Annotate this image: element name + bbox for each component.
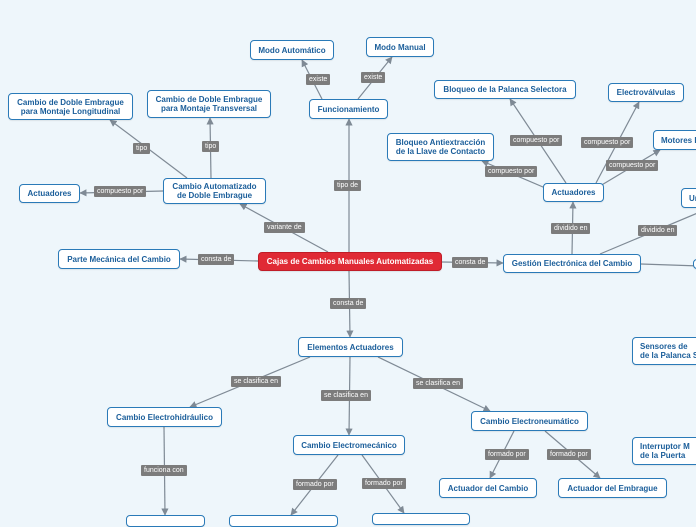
node-doble-longitudinal[interactable]: Cambio de Doble Embrague para Montaje Lo… (8, 93, 133, 120)
edge-label-consta-de: consta de (452, 257, 489, 268)
node-bloqueo-llave[interactable]: Bloqueo Antiextracción de la Llave de Co… (387, 133, 494, 161)
edge-label-tipo: tipo (202, 141, 220, 152)
node-root[interactable]: Cajas de Cambios Manuales Automatizadas (258, 252, 442, 271)
connector-line (640, 263, 696, 267)
edge-label-compuesto-por: compuesto por (94, 186, 147, 197)
node-parte-mecanica[interactable]: Parte Mecánica del Cambio (58, 249, 180, 269)
edge-label-consta-de: consta de (198, 254, 235, 265)
edge-label-compuesto-por: compuesto por (581, 137, 634, 148)
node-stub-right[interactable] (693, 259, 696, 269)
edge-label-formado-por: formado por (362, 478, 406, 489)
edge-label-consta-de: consta de (330, 298, 367, 309)
node-doble-transversal[interactable]: Cambio de Doble Embrague para Montaje Tr… (147, 90, 271, 118)
node-actuador-cambio[interactable]: Actuador del Cambio (439, 478, 537, 498)
edge-label-se-clasifica-en: se clasifica en (231, 376, 281, 387)
node-sensores[interactable]: Sensores de de la Palanca S (632, 337, 696, 365)
edge-label-se-clasifica-en: se clasifica en (321, 390, 371, 401)
edge-label-formado-por: formado por (293, 479, 337, 490)
node-elementos-actuadores[interactable]: Elementos Actuadores (298, 337, 403, 357)
node-actuadores-der[interactable]: Actuadores (543, 183, 604, 202)
edge-label-dividido-en: dividido en (638, 225, 678, 236)
node-unidad[interactable]: Un (681, 188, 696, 208)
node-modo-automatico[interactable]: Modo Automático (250, 40, 334, 60)
node-funcionamiento[interactable]: Funcionamiento (309, 99, 388, 119)
node-electromecanico[interactable]: Cambio Electromecánico (293, 435, 405, 455)
node-bloqueo-palanca[interactable]: Bloqueo de la Palanca Selectora (434, 80, 576, 99)
node-electrovalvulas[interactable]: Electroválvulas (608, 83, 684, 102)
node-stub-bottom-1[interactable] (126, 515, 205, 527)
edge-label-existe: existe (306, 74, 331, 85)
node-interruptor[interactable]: Interruptor M de la Puerta (632, 437, 696, 465)
edge-label-compuesto-por: compuesto por (510, 135, 563, 146)
edge-label-compuesto-por: compuesto por (485, 166, 538, 177)
edge-label-tipo-de: tipo de (334, 180, 362, 191)
edge-label-tipo: tipo (133, 143, 151, 154)
node-modo-manual[interactable]: Modo Manual (366, 37, 434, 57)
node-motores[interactable]: Motores E (653, 130, 696, 150)
node-gestion-electronica[interactable]: Gestión Electrónica del Cambio (503, 254, 641, 273)
node-actuadores-izq[interactable]: Actuadores (19, 184, 80, 203)
edge-label-compuesto-por: compuesto por (606, 160, 659, 171)
node-stub-bottom-2[interactable] (229, 515, 338, 527)
node-stub-bottom-3[interactable] (372, 513, 470, 525)
edge-label-se-clasifica-en: se clasifica en (413, 378, 463, 389)
node-electroneumatico[interactable]: Cambio Electroneumático (471, 411, 588, 431)
node-actuador-embrague[interactable]: Actuador del Embrague (558, 478, 667, 498)
node-electrohidraulico[interactable]: Cambio Electrohidráulico (107, 407, 222, 427)
edge-label-formado-por: formado por (547, 449, 591, 460)
edge-label-funciona-con: funciona con (141, 465, 187, 476)
edge-label-dividido-en: dividido en (551, 223, 591, 234)
edge-label-variante-de: variante de (264, 222, 305, 233)
edge-label-formado-por: formado por (485, 449, 529, 460)
node-cambio-automatizado[interactable]: Cambio Automatizado de Doble Embrague (163, 178, 266, 204)
edge-label-existe: existe (361, 72, 386, 83)
